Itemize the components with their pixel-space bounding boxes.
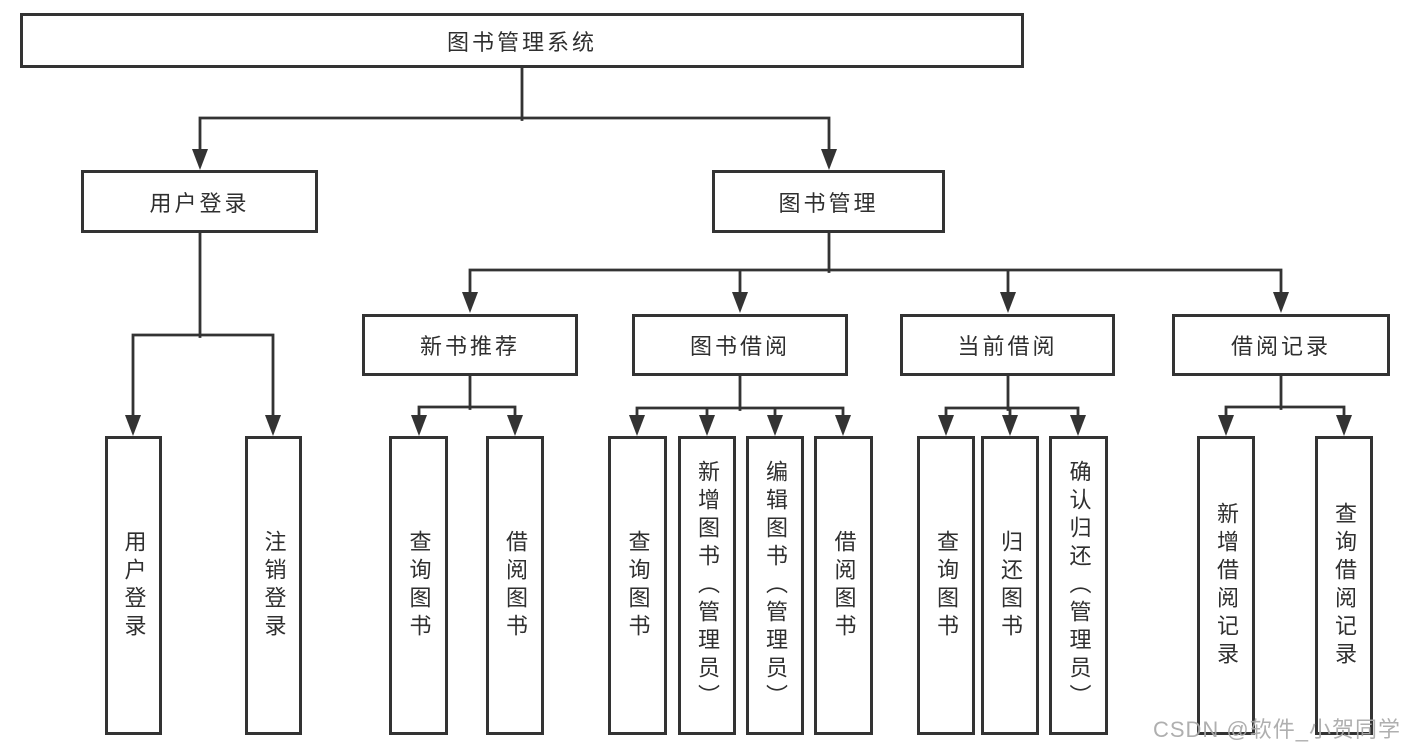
connector-borrowing-records-to-leaves	[1218, 374, 1352, 436]
arrowhead-down	[1002, 415, 1018, 436]
node-label: 图书管理	[778, 190, 879, 216]
connector-line	[198, 66, 831, 154]
leaf-label: 新增图书（管理员）	[695, 459, 720, 712]
arrowhead-down	[411, 415, 427, 436]
leaf-label: 编辑图书（管理员）	[763, 459, 788, 712]
connector-book-management-to-level3	[462, 231, 1289, 313]
leaf-label: 借阅图书	[503, 529, 528, 642]
leaf-label: 查询借阅记录	[1332, 501, 1357, 670]
node-book-management: 图书管理	[712, 170, 945, 233]
leaf-borrow-books-borrowing: 借阅图书	[814, 436, 873, 735]
node-label: 图书借阅	[689, 334, 790, 359]
node-book-borrowing: 图书借阅	[632, 314, 848, 376]
arrowhead-down	[125, 415, 141, 436]
connector-line	[635, 374, 845, 422]
node-label: 图书管理系统	[446, 29, 597, 55]
leaf-label: 借阅图书	[831, 529, 857, 642]
arrowhead-down	[1218, 415, 1234, 436]
leaf-label: 用户登录	[121, 529, 147, 642]
leaf-label: 查询图书	[406, 529, 432, 642]
arrowhead-down	[699, 415, 715, 436]
arrowhead-down	[265, 415, 281, 436]
arrowhead-down	[192, 149, 208, 170]
arrowhead-down	[835, 415, 851, 436]
leaf-label: 新增借阅记录	[1214, 501, 1239, 670]
node-label: 用户登录	[149, 190, 250, 216]
leaf-return-book: 归还图书	[981, 436, 1039, 735]
leaf-add-book-admin: 新增图书（管理员）	[678, 436, 736, 735]
leaf-user-login: 用户登录	[105, 436, 162, 735]
connector-new-book-recommend-to-leaves	[411, 374, 523, 436]
arrowhead-down	[821, 149, 837, 170]
arrowhead-down	[1070, 415, 1086, 436]
watermark: CSDN @软件_小贺同学	[1152, 717, 1401, 742]
leaf-query-books-recommend: 查询图书	[389, 436, 448, 735]
arrowhead-down	[629, 415, 645, 436]
arrowhead-down	[732, 292, 748, 313]
connector-line	[944, 374, 1080, 422]
node-label: 当前借阅	[957, 334, 1058, 359]
connector-line	[417, 374, 517, 420]
leaf-label: 查询图书	[625, 529, 651, 642]
leaf-edit-book-admin: 编辑图书（管理员）	[746, 436, 804, 735]
node-user-login: 用户登录	[81, 170, 318, 233]
leaf-query-books-current: 查询图书	[917, 436, 975, 735]
arrowhead-down	[507, 415, 523, 436]
arrowhead-down	[462, 292, 478, 313]
connector-user-login-to-leaves	[125, 231, 281, 436]
leaf-label: 归还图书	[998, 529, 1023, 642]
leaf-add-borrow-record: 新增借阅记录	[1197, 436, 1255, 735]
leaf-query-books-borrowing: 查询图书	[608, 436, 667, 735]
leaf-label: 注销登录	[261, 529, 287, 642]
connector-book-borrowing-to-leaves	[629, 374, 851, 436]
leaf-borrow-books-recommend: 借阅图书	[486, 436, 544, 735]
arrowhead-down	[1273, 292, 1289, 313]
arrowhead-down	[1000, 292, 1016, 313]
arrowhead-down	[767, 415, 783, 436]
arrowhead-down	[938, 415, 954, 436]
leaf-query-borrow-record: 查询借阅记录	[1315, 436, 1373, 735]
leaf-label: 确认归还（管理员）	[1066, 459, 1092, 712]
leaf-confirm-return-admin: 确认归还（管理员）	[1049, 436, 1108, 735]
node-borrowing-records: 借阅记录	[1172, 314, 1390, 376]
node-label: 借阅记录	[1230, 334, 1331, 359]
connector-line	[1224, 374, 1346, 420]
leaf-label: 查询图书	[934, 529, 959, 642]
arrowhead-down	[1336, 415, 1352, 436]
connector-root-to-level2	[192, 66, 837, 170]
node-current-borrowing: 当前借阅	[900, 314, 1115, 376]
node-label: 新书推荐	[419, 334, 520, 359]
connector-line	[468, 231, 1283, 297]
connector-current-borrowing-to-leaves	[938, 374, 1086, 436]
node-new-book-recommend: 新书推荐	[362, 314, 578, 376]
node-library-system: 图书管理系统	[20, 13, 1024, 68]
leaf-logout-login: 注销登录	[245, 436, 302, 735]
connector-line	[131, 231, 275, 420]
